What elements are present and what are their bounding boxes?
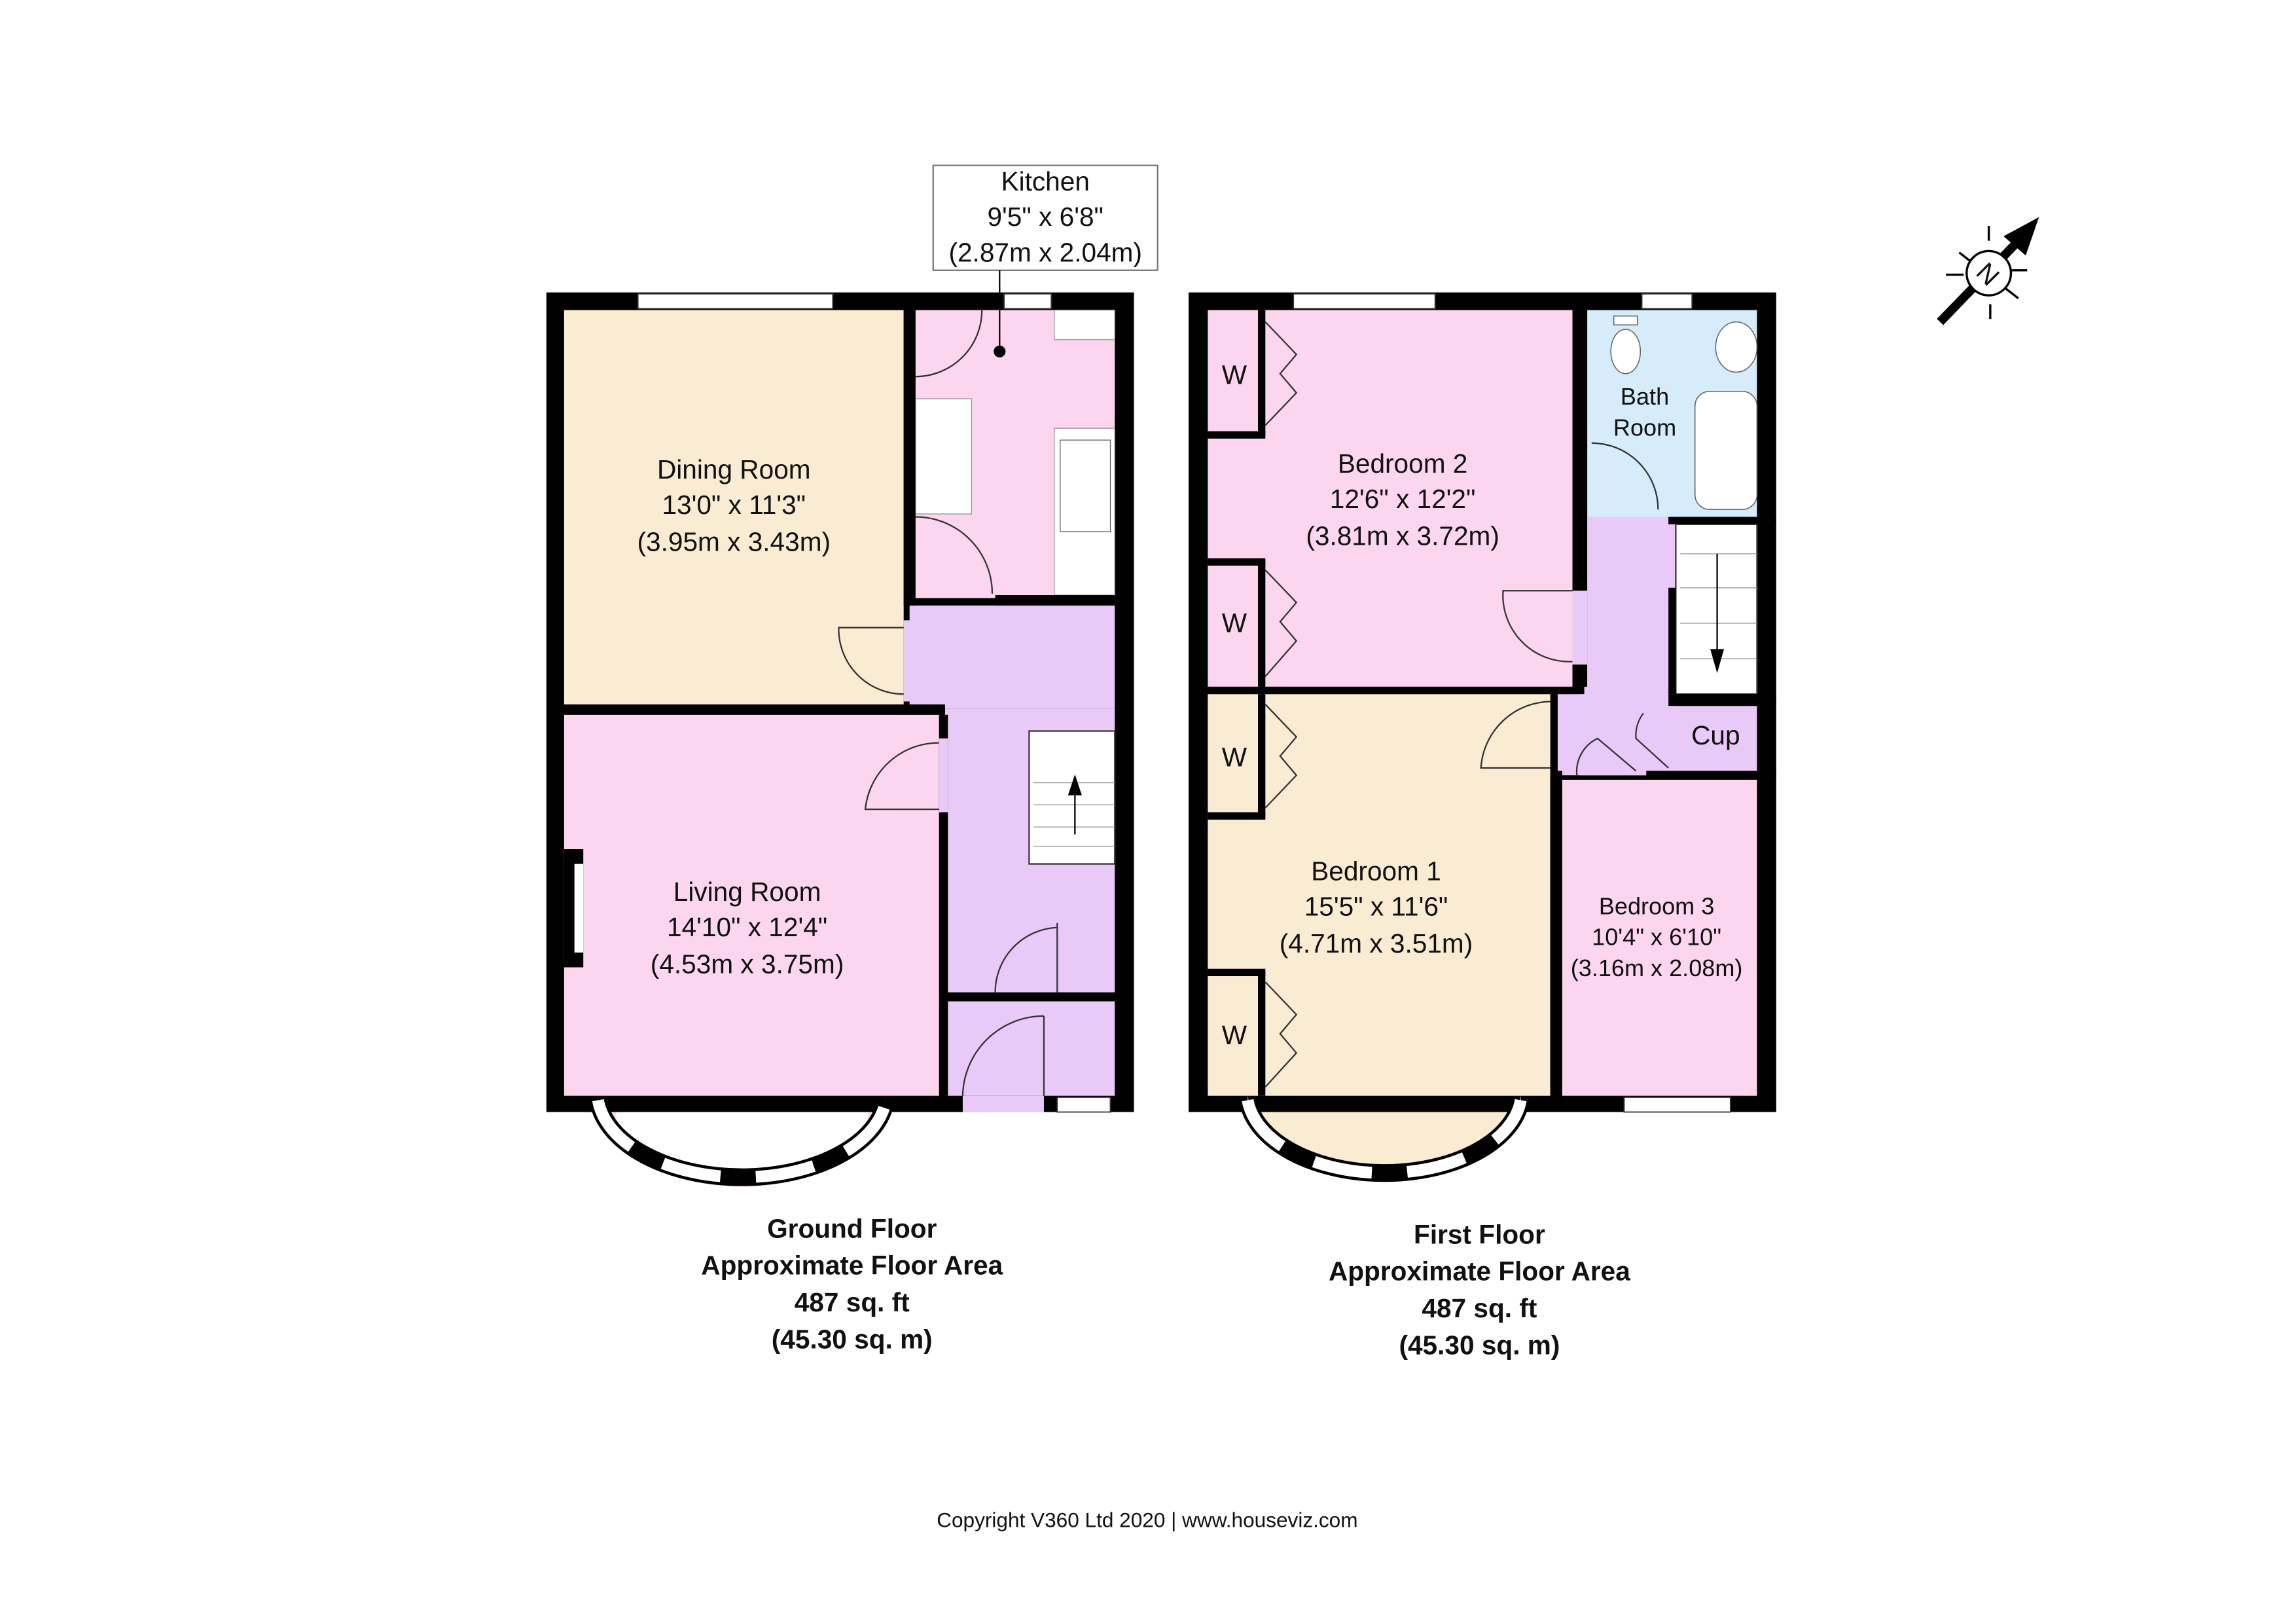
- stair-up-arrow-icon: [1067, 774, 1082, 835]
- door-swing[interactable]: [1575, 737, 1637, 776]
- bedroom1-name: Bedroom 1: [1311, 856, 1441, 886]
- wardrobe-doors[interactable]: [1265, 321, 1298, 1087]
- first-floor-sqm: (45.30 sq. m): [1399, 1330, 1560, 1360]
- dining-room-imperial: 13'0" x 11'3": [662, 490, 806, 520]
- doorway[interactable]: [903, 620, 916, 702]
- bedroom3-area: [1562, 780, 1757, 1096]
- ground-floor-title: Ground Floor: [767, 1213, 937, 1243]
- first-floor-title: First Floor: [1414, 1219, 1545, 1249]
- wardrobe-label: W: [1222, 1020, 1247, 1050]
- wardrobes: [1208, 310, 1266, 1096]
- cupboard-area: [1646, 706, 1757, 771]
- toilet-icon: [1610, 329, 1641, 374]
- bathroom-label-line2: Room: [1613, 414, 1676, 441]
- kitchen-unit: [1054, 310, 1115, 340]
- front-door-swing[interactable]: [961, 1015, 1045, 1096]
- compass-icon: N: [1937, 217, 2039, 325]
- bedroom1-metric: (4.71m x 3.51m): [1280, 928, 1473, 958]
- ground-floor-sqm: (45.30 sq. m): [772, 1324, 933, 1354]
- hearth: [574, 864, 584, 953]
- kitchen-name: Kitchen: [1001, 166, 1090, 196]
- dining-room-name: Dining Room: [657, 454, 811, 484]
- window: [1623, 1097, 1731, 1113]
- living-room-metric: (4.53m x 3.75m): [651, 949, 844, 979]
- window: [637, 293, 834, 310]
- doorway[interactable]: [1572, 591, 1588, 665]
- kitchen-label-box: [932, 164, 1158, 271]
- wall: [1550, 771, 1562, 1096]
- porch-area: [944, 1001, 1115, 1096]
- door-swing[interactable]: [1635, 712, 1669, 769]
- door-swing[interactable]: [838, 627, 904, 695]
- door-swing[interactable]: [915, 516, 994, 594]
- bedroom2-imperial: 12'6" x 12'2": [1330, 484, 1476, 514]
- cistern: [1613, 315, 1638, 326]
- wardrobe-label: W: [1222, 608, 1247, 638]
- wall: [944, 992, 1115, 1002]
- bedroom2-name: Bedroom 2: [1338, 448, 1468, 479]
- doorway[interactable]: [939, 738, 948, 812]
- door-swing[interactable]: [1480, 701, 1551, 769]
- first-floor-sqft: 487 sq. ft: [1422, 1293, 1537, 1323]
- basin-icon: [1715, 321, 1758, 373]
- copyright-footer: Copyright V360 Ltd 2020 | www.houseviz.c…: [937, 1508, 1357, 1531]
- bedroom2-area: [1208, 310, 1573, 687]
- door-swing[interactable]: [915, 310, 983, 378]
- bedroom2-metric: (3.81m x 3.72m): [1306, 520, 1499, 551]
- wall: [1668, 587, 1676, 695]
- window: [1641, 293, 1693, 310]
- door-swing[interactable]: [1591, 442, 1659, 510]
- bedroom3-name: Bedroom 3: [1599, 892, 1714, 919]
- first-floor-plan: W W W W: [1189, 292, 1776, 1182]
- first-floor-subtitle: Approximate Floor Area: [1329, 1256, 1630, 1286]
- wall: [1646, 771, 1776, 780]
- ground-floor-summary: Ground Floor Approximate Floor Area 487 …: [701, 1213, 1003, 1354]
- living-room-name: Living Room: [673, 877, 821, 907]
- window: [1056, 1097, 1111, 1113]
- stairs: [1028, 730, 1116, 865]
- ground-floor-plan: [546, 292, 1134, 1187]
- wall: [995, 595, 1115, 606]
- kitchen-worktop: [915, 398, 973, 515]
- cupboard-label: Cup: [1691, 720, 1740, 750]
- living-room-imperial: 14'10" x 12'4": [667, 912, 827, 942]
- wardrobe-label: W: [1222, 359, 1247, 390]
- hall-area: [909, 605, 1115, 709]
- bay-window-panes: [592, 1099, 892, 1184]
- wardrobe-label: W: [1222, 742, 1247, 773]
- boiler-icon: [994, 345, 1006, 357]
- first-floor-summary: First Floor Approximate Floor Area 487 s…: [1329, 1219, 1630, 1360]
- stair-down-arrow-icon: [1710, 553, 1725, 674]
- bedroom1-imperial: 15'5" x 11'6": [1304, 892, 1448, 922]
- bedroom3-imperial: 10'4" x 6'10": [1592, 924, 1721, 951]
- kitchen-imperial: 9'5" x 6'8": [987, 202, 1103, 232]
- sink-icon: [1060, 439, 1111, 532]
- ground-floor-subtitle: Approximate Floor Area: [701, 1250, 1003, 1281]
- bay-window-panes: [1242, 1099, 1527, 1179]
- living-room-area: [564, 714, 939, 1096]
- door-swing[interactable]: [864, 742, 939, 811]
- kitchen-metric: (2.87m x 2.04m): [948, 237, 1142, 267]
- bathroom-label-line1: Bath: [1621, 383, 1669, 410]
- window: [1293, 293, 1436, 310]
- dining-room-area: [564, 310, 904, 704]
- wall: [903, 310, 916, 606]
- wall: [1668, 517, 1776, 524]
- door-swing[interactable]: [994, 922, 1058, 993]
- door-swing[interactable]: [1502, 590, 1573, 663]
- wall: [1208, 686, 1585, 695]
- wall: [564, 704, 945, 715]
- window: [1003, 293, 1052, 310]
- dining-room-metric: (3.95m x 3.43m): [637, 526, 831, 556]
- front-door-opening[interactable]: [962, 1095, 1044, 1112]
- wall: [1668, 694, 1776, 706]
- bedroom3-metric: (3.16m x 2.08m): [1571, 955, 1743, 981]
- ground-floor-sqft: 487 sq. ft: [795, 1287, 910, 1317]
- bath-icon: [1694, 390, 1758, 511]
